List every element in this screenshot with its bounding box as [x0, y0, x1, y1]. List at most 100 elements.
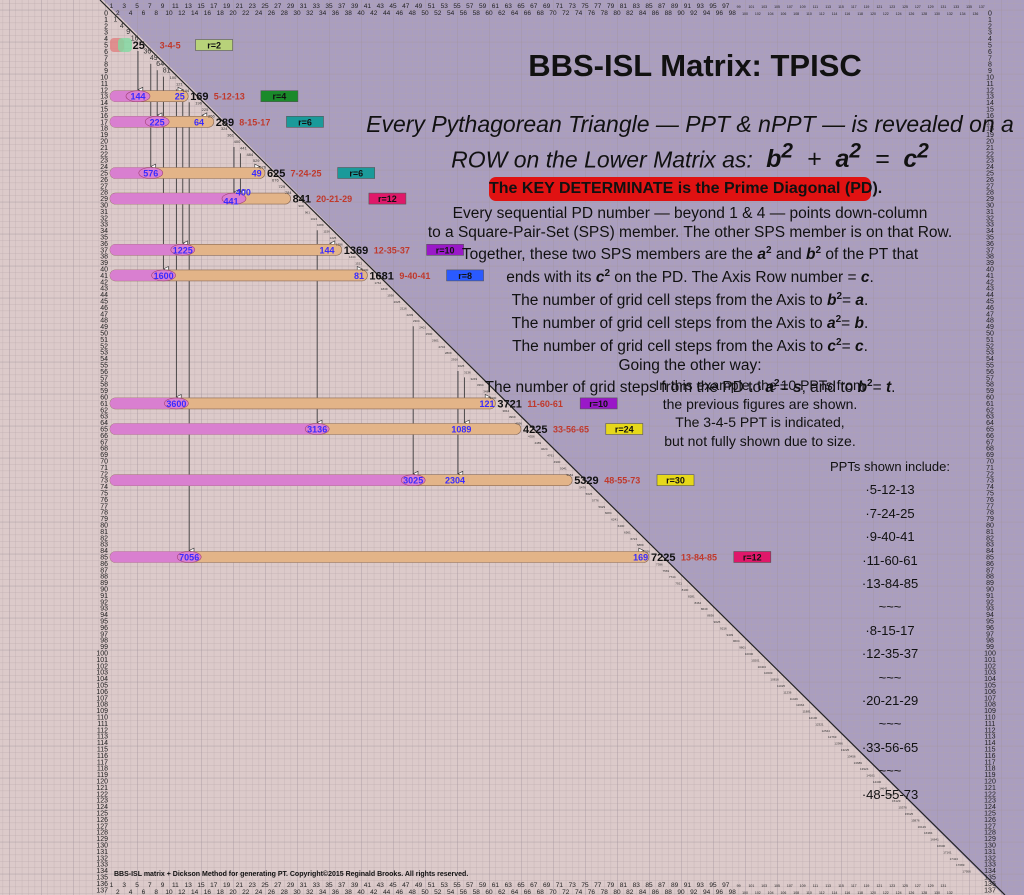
c-square-value: 5329: [574, 475, 598, 487]
diagonal-square: 729: [278, 184, 285, 189]
column-axis-label-bottom: 30: [293, 889, 301, 895]
diagonal-square: 2116: [400, 306, 407, 310]
column-axis-label: 7: [148, 3, 152, 10]
row-axis-label: 5: [104, 43, 108, 50]
diagonal-square: 4096: [515, 422, 522, 426]
row-axis-label: 50: [100, 331, 108, 338]
diagonal-square: 7921: [675, 582, 682, 586]
column-axis-label: 57: [466, 3, 474, 10]
row-axis-label-right: 52: [986, 343, 994, 350]
row-axis-label: 21: [100, 145, 108, 152]
column-axis-label-bottom: 114: [832, 891, 838, 895]
column-axis-label: 58: [473, 10, 481, 17]
variable: a: [855, 292, 864, 310]
row-axis-label-right: 54: [986, 356, 994, 363]
column-axis-label-bottom: 72: [562, 889, 570, 895]
r-badge-label: r=2: [207, 41, 221, 51]
column-axis-label-bottom: 29: [287, 882, 295, 889]
a-square-value: 1089: [451, 425, 471, 435]
ppt-list-item: ·8-15-17: [865, 622, 915, 638]
intro-line-2-text: ROW on the Lower Matrix as:: [451, 146, 753, 173]
column-axis-label-bottom: 26: [268, 889, 276, 895]
row-axis-label-right: 121: [984, 785, 996, 792]
row-axis-label: 64: [100, 420, 108, 427]
column-axis-label: 96: [716, 10, 724, 17]
column-axis-label: 70: [549, 10, 557, 17]
row-axis-label-right: 116: [984, 753, 995, 760]
row-axis-label-right: 125: [984, 811, 996, 818]
row-axis-label-right: 63: [986, 414, 994, 421]
row-axis-label-right: 101: [984, 657, 996, 664]
row-axis-label: 47: [100, 311, 108, 318]
paragraph-line: The number of grid cell steps from the A…: [380, 311, 1000, 334]
diagonal-square: 4900: [554, 460, 561, 464]
row-axis-label-right: 112: [984, 727, 995, 734]
row-axis-label: 25: [100, 171, 108, 178]
ppt-list-item: ~~~: [878, 599, 902, 615]
column-axis-label-bottom: 13: [185, 882, 193, 889]
row-axis-label-right: 102: [984, 663, 996, 670]
row-axis-label: 109: [96, 708, 108, 715]
triple-label: 9-40-41: [399, 271, 430, 281]
ppt-list: PPTs shown include: ·5-12-13·7-24-25·9-4…: [810, 455, 970, 806]
column-axis-label-bottom: 22: [242, 889, 250, 895]
row-axis-label-right: 90: [986, 587, 994, 594]
c-square-value: 841: [293, 194, 311, 206]
column-axis-label: 51: [428, 3, 436, 10]
row-axis-label: 60: [100, 395, 108, 402]
variable: s: [792, 379, 802, 397]
row-axis-label: 136: [96, 881, 108, 888]
column-axis-label-bottom: 40: [357, 889, 365, 895]
row-axis-label: 61: [100, 401, 108, 408]
diagonal-square: 2704: [438, 345, 445, 349]
column-axis-label-bottom: 122: [883, 891, 889, 895]
superscript: 2: [765, 245, 772, 257]
row-axis-label-right: 39: [986, 260, 994, 267]
ppt-list-item: ·12-35-37: [861, 646, 919, 662]
variable: c: [860, 269, 870, 287]
column-axis-label: 14: [191, 10, 199, 17]
diagonal-square: 36: [144, 48, 152, 55]
column-axis-label: 28: [281, 10, 289, 17]
row-axis-label-right: 50: [986, 331, 994, 338]
column-axis-label: 52: [434, 10, 442, 17]
diagonal-square: 121: [176, 81, 183, 86]
diagonal-square: 14161: [866, 774, 875, 778]
column-axis-label-bottom: 126: [908, 891, 914, 895]
row-axis-label: 104: [96, 676, 108, 683]
column-axis-label: 15: [197, 3, 205, 10]
row-axis-label-right: 93: [986, 606, 994, 613]
row-axis-label: 117: [97, 759, 108, 766]
text: =: [872, 379, 886, 397]
triple-label: 13-84-85: [681, 553, 717, 563]
column-axis-label: 50: [421, 10, 429, 17]
row-axis-label-right: 66: [986, 433, 994, 440]
column-axis-label: 47: [402, 3, 410, 10]
row-axis-label-right: 92: [986, 599, 994, 606]
column-axis-label: 55: [453, 3, 461, 10]
row-axis-label-right: 74: [986, 484, 994, 491]
column-axis-label: 68: [537, 10, 545, 17]
diagonal-square: 6241: [611, 518, 618, 522]
row-axis-label-right: 21: [986, 145, 994, 152]
diagonal-square: 49: [150, 55, 158, 62]
column-axis-label-bottom: 99: [737, 884, 741, 888]
diagonal-square: 81: [163, 68, 171, 75]
r-badge: [337, 167, 376, 179]
row-axis-label-right: 30: [986, 203, 994, 210]
variable: a: [757, 246, 766, 264]
row-axis-label: 108: [96, 702, 108, 709]
diagonal-square: 8281: [688, 594, 695, 598]
diagonal-square: 144: [182, 88, 189, 93]
column-axis-label-bottom: 93: [697, 882, 705, 889]
column-axis-label-bottom: 100: [742, 891, 748, 895]
b-square-value: 576: [143, 169, 158, 179]
row-axis-label: 65: [100, 427, 108, 434]
row-axis-label-right: 78: [986, 510, 994, 517]
row-axis-label: 105: [96, 683, 108, 690]
row-axis-label: 35: [100, 235, 108, 242]
row-axis-label: 94: [100, 612, 108, 619]
text: , and to: [801, 379, 858, 397]
